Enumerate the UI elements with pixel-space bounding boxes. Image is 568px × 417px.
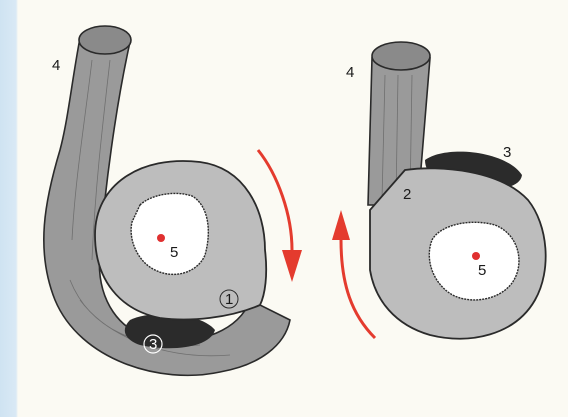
down-arrow-head xyxy=(282,250,302,282)
right-label-2: 2 xyxy=(403,186,411,203)
right-cavity xyxy=(429,222,519,300)
left-label-3: 3 xyxy=(149,336,157,353)
left-label-4: 4 xyxy=(52,57,60,74)
right-center-dot xyxy=(472,252,480,260)
left-label-5: 5 xyxy=(170,244,178,261)
right-label-3: 3 xyxy=(503,144,511,161)
left-label-1: 1 xyxy=(225,291,233,308)
rotation-arrows xyxy=(258,150,375,338)
right-figure: 4 3 2 5 xyxy=(346,42,546,339)
left-figure: 4 5 1 3 xyxy=(44,26,290,375)
right-label-4: 4 xyxy=(346,64,354,81)
left-tendon-top xyxy=(79,26,131,54)
left-center-dot xyxy=(157,234,165,242)
right-label-5: 5 xyxy=(478,262,486,279)
up-arrow-head xyxy=(332,210,350,240)
right-tendon-top xyxy=(372,42,430,70)
